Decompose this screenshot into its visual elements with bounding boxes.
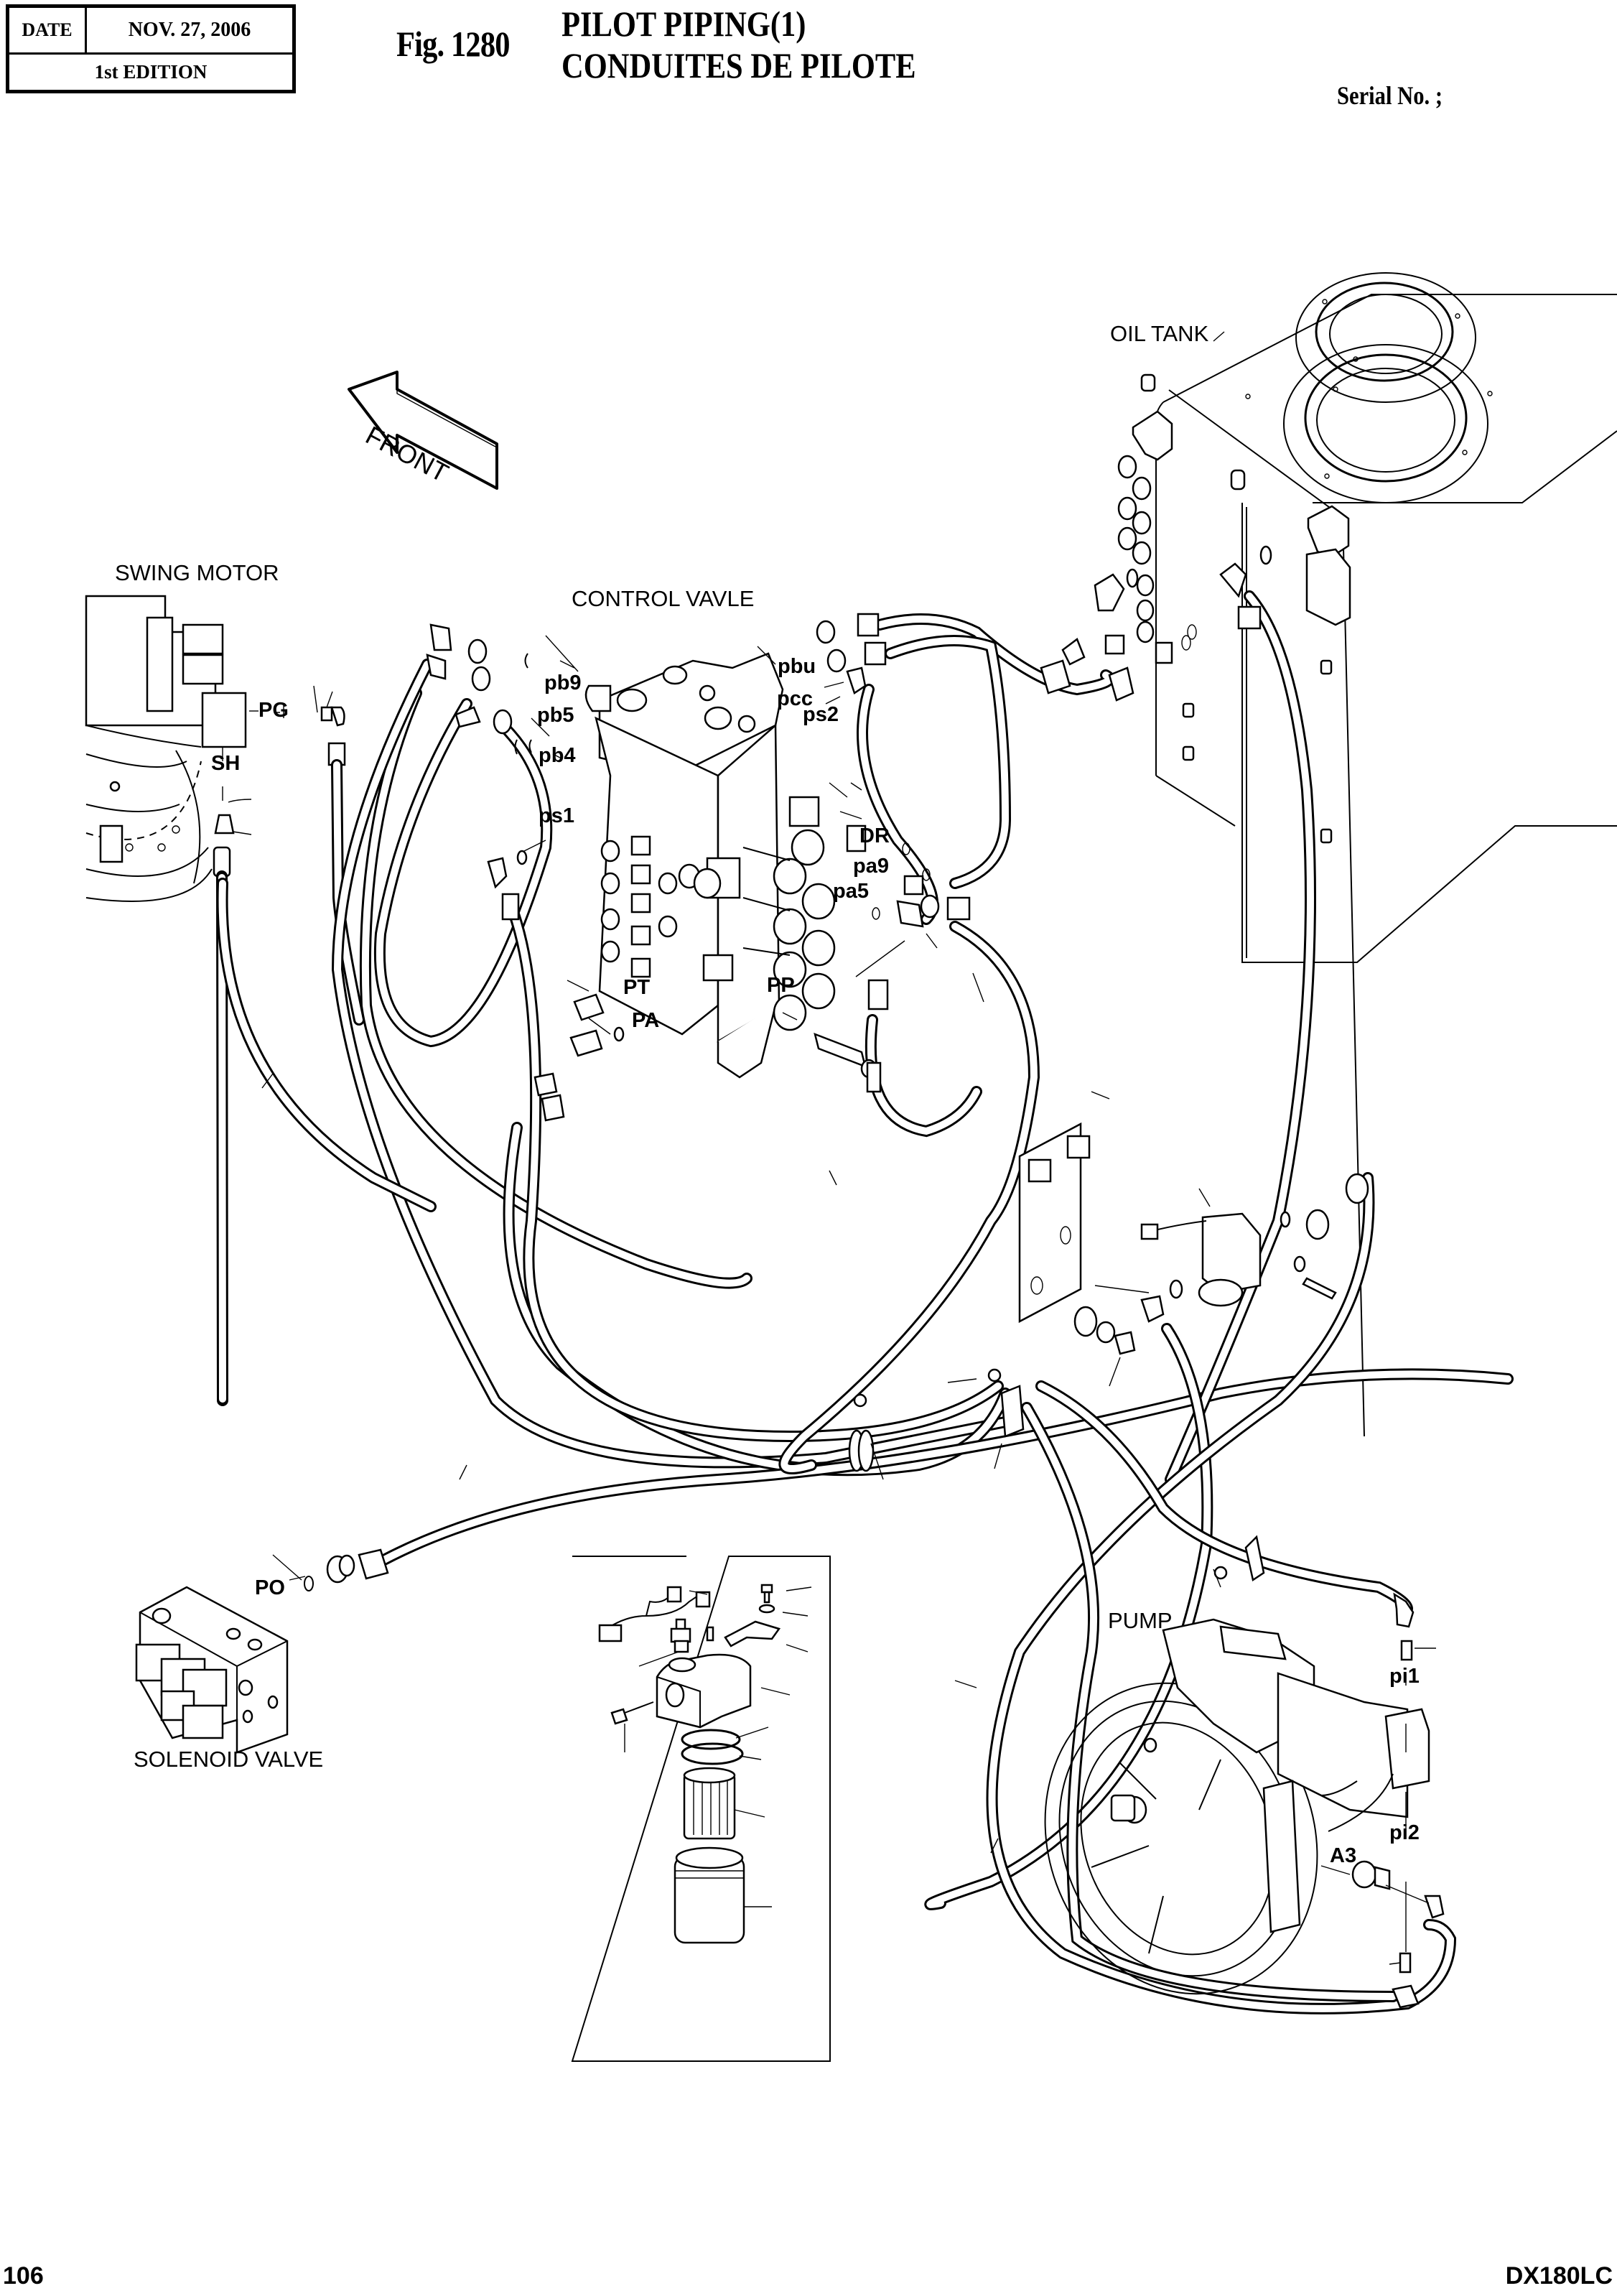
page-number: 106 (3, 2262, 44, 2290)
port-label-pb4: pb4 (539, 744, 576, 767)
pb-fittings (426, 623, 625, 1122)
swing-motor-label: SWING MOTOR (115, 560, 279, 585)
pilot-filter-detail (571, 1556, 831, 2062)
control-valve-label: CONTROL VAVLE (572, 586, 755, 611)
page-title-fr: CONDUITES DE PILOTE (561, 45, 916, 85)
model-number: DX180LC (1505, 2262, 1613, 2290)
serial-number-label: Serial No. ; (1337, 81, 1443, 110)
port-label-po: PO (255, 1576, 285, 1599)
pilot-hoses (216, 590, 1514, 2014)
page-title-en: PILOT PIPING(1) (561, 4, 806, 44)
swing-motor-drawing (85, 595, 247, 902)
tank-fittings (1040, 545, 1272, 702)
port-label-pi2: pi2 (1389, 1821, 1420, 1844)
front-direction-arrow (348, 371, 498, 490)
port-label-pg: PG (258, 699, 289, 722)
date-label: DATE (9, 8, 87, 52)
edition-label: 1st EDITION (94, 61, 208, 83)
pump-port-fittings (1320, 1592, 1445, 2009)
pump-drawing (1044, 1618, 1430, 1995)
solenoid-valve-drawing (135, 1548, 389, 1754)
port-label-pt: PT (623, 976, 651, 999)
control-valve-drawing (584, 652, 867, 1079)
port-label-pbu: pbu (778, 655, 816, 678)
port-label-pi1: pi1 (1389, 1665, 1420, 1688)
port-label-pcc: pcc (777, 687, 813, 710)
port-label-pb5: pb5 (537, 704, 574, 727)
leader-lines (261, 331, 1225, 1907)
cv-right-fittings (814, 613, 971, 1093)
port-label-pp: PP (767, 974, 795, 997)
pilot-filter-bracket (1018, 1122, 1369, 1355)
solenoid-valve-label: SOLENOID VALVE (134, 1747, 324, 1772)
figure-number: Fig. 1280 (396, 24, 510, 64)
oil-tank-drawing (1117, 272, 1617, 1437)
port-label-dr: DR (859, 824, 890, 847)
port-label-a3: A3 (1330, 1844, 1357, 1867)
port-label-ps2: ps2 (803, 703, 839, 726)
date-value: NOV. 27, 2006 (128, 19, 251, 41)
port-label-pa9: pa9 (853, 855, 889, 878)
edition-info-box: DATE NOV. 27, 2006 1st EDITION (6, 4, 296, 93)
oil-tank-label: OIL TANK (1110, 321, 1209, 346)
port-label-sh: SH (211, 752, 241, 775)
port-label-pa5: pa5 (833, 880, 869, 903)
port-label-pa: PA (632, 1009, 660, 1032)
pump-label: PUMP (1108, 1608, 1173, 1633)
port-label-pb9: pb9 (544, 671, 582, 694)
port-label-ps1: ps1 (539, 804, 574, 827)
date-row: DATE NOV. 27, 2006 (9, 8, 292, 55)
